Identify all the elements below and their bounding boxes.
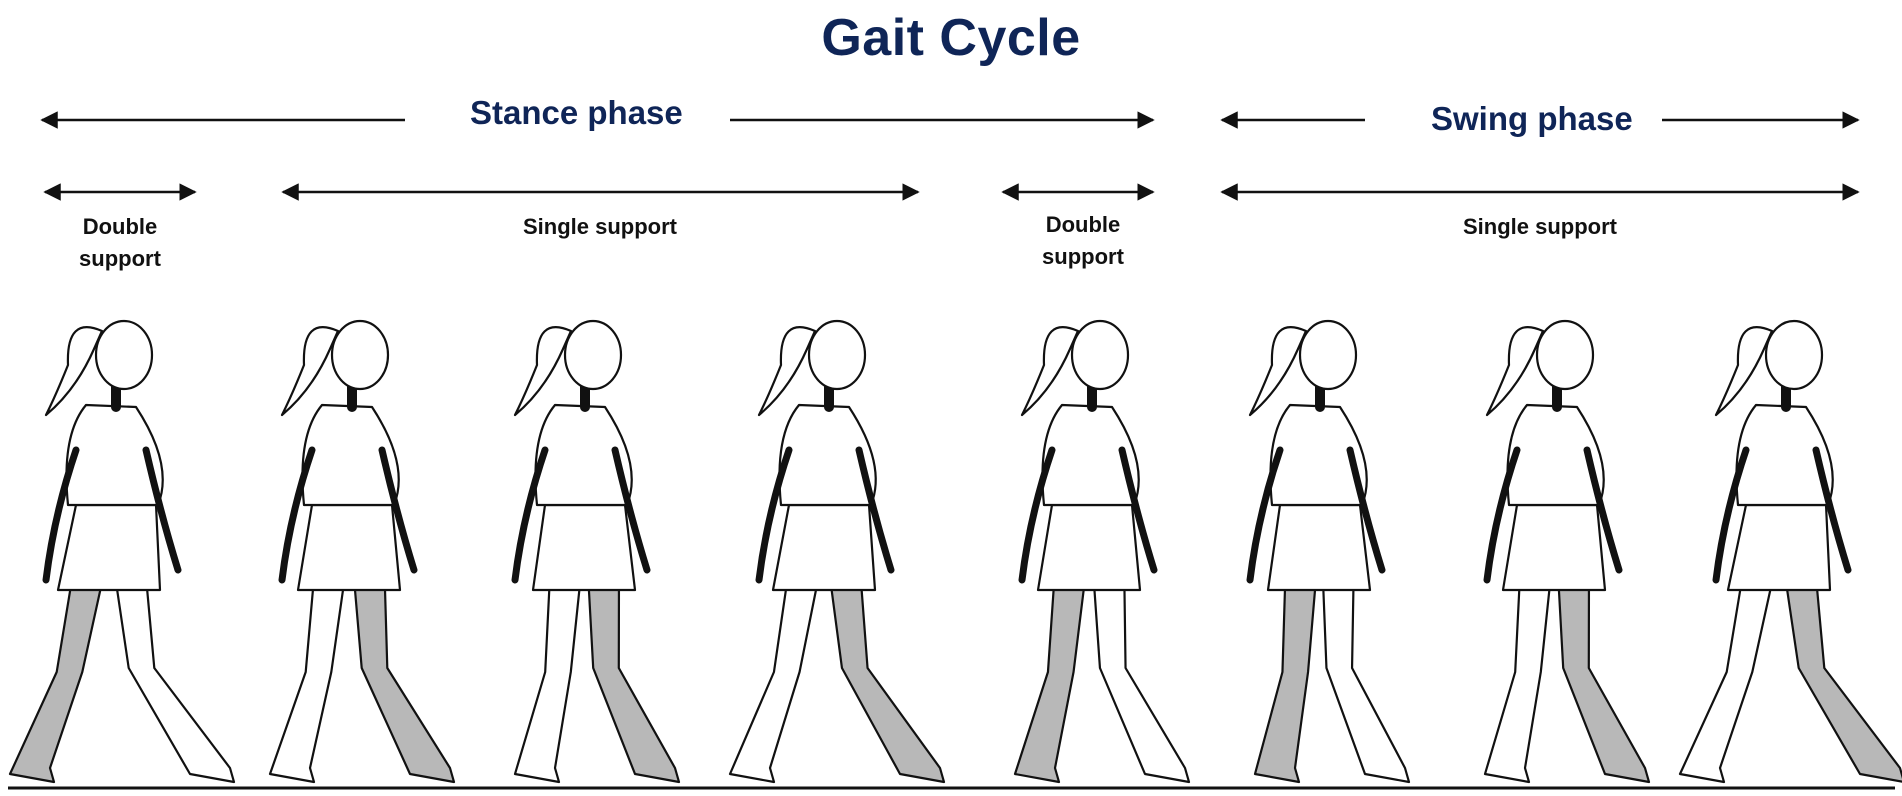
figure-8-head xyxy=(1764,319,1824,391)
figure-2-ponytail xyxy=(280,326,340,417)
figure-2-rear-arm xyxy=(278,446,316,584)
figure-1-front-arm xyxy=(142,446,182,574)
figure-8-rear-arm xyxy=(1712,446,1750,584)
figure-4-rear-arm xyxy=(755,446,793,584)
figure-2-head xyxy=(330,319,390,391)
segment-label-double-support-1: Double support xyxy=(79,214,161,271)
figure-7 xyxy=(1483,319,1651,784)
figure-3-head xyxy=(563,319,623,391)
figure-5-shorts xyxy=(1036,503,1142,592)
walking-figures xyxy=(8,319,1902,784)
figure-1 xyxy=(8,319,236,784)
figure-1-ponytail xyxy=(44,326,104,417)
figure-7-front-arm xyxy=(1583,446,1623,574)
figure-3 xyxy=(511,319,681,784)
figure-7-ponytail xyxy=(1485,326,1545,417)
figure-5-rear-arm xyxy=(1018,446,1056,584)
figure-6-head xyxy=(1298,319,1358,391)
stance-phase-label: Stance phase xyxy=(470,94,683,131)
figure-5-front-arm xyxy=(1118,446,1158,574)
figure-7-rear-arm xyxy=(1483,446,1521,584)
figure-4 xyxy=(728,319,946,784)
figure-6-shorts xyxy=(1266,503,1372,592)
figure-2-shorts xyxy=(296,503,402,592)
figure-3-front-arm xyxy=(611,446,651,574)
diagram-title: Gait Cycle xyxy=(821,9,1081,67)
figure-4-ponytail xyxy=(757,326,817,417)
figure-8-ponytail xyxy=(1714,326,1774,417)
figure-1-rear-arm xyxy=(42,446,80,584)
figure-7-head xyxy=(1535,319,1595,391)
segment-label-single-support-2: Single support xyxy=(1463,214,1617,239)
figure-4-shorts xyxy=(771,503,877,592)
figure-4-front-arm xyxy=(855,446,895,574)
swing-phase-label: Swing phase xyxy=(1431,100,1633,137)
figure-6-ponytail xyxy=(1248,326,1308,417)
figure-5 xyxy=(1013,319,1191,784)
figure-2-front-arm xyxy=(378,446,418,574)
figure-3-shorts xyxy=(531,503,637,592)
figure-6 xyxy=(1246,319,1411,784)
figure-6-front-arm xyxy=(1346,446,1386,574)
figure-4-head xyxy=(807,319,867,391)
figure-1-shorts xyxy=(56,503,162,592)
segment-label-single-support-1: Single support xyxy=(523,214,677,239)
figure-1-head xyxy=(94,319,154,391)
figure-3-ponytail xyxy=(513,326,573,417)
figure-8-shorts xyxy=(1726,503,1832,592)
figure-8 xyxy=(1678,319,1902,784)
figure-7-shorts xyxy=(1501,503,1607,592)
figure-5-ponytail xyxy=(1020,326,1080,417)
figure-6-rear-arm xyxy=(1246,446,1284,584)
figure-5-head xyxy=(1070,319,1130,391)
figure-3-rear-arm xyxy=(511,446,549,584)
figure-8-front-arm xyxy=(1812,446,1852,574)
segment-label-double-support-2: Double support xyxy=(1042,212,1124,269)
figure-2 xyxy=(268,319,456,784)
